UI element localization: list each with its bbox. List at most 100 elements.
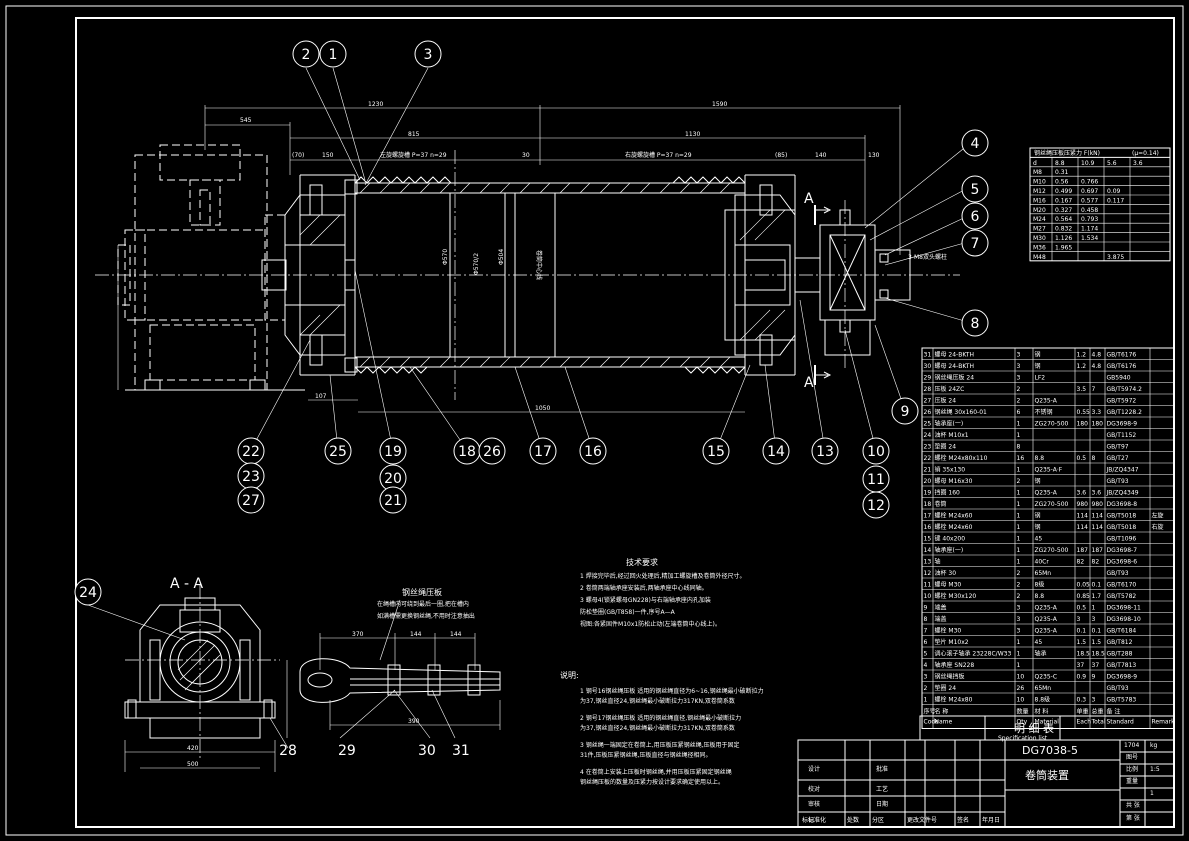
bom-cell: 3: [1017, 363, 1021, 370]
dim-30: 30: [522, 152, 530, 159]
bom-cell: 3: [1092, 697, 1096, 704]
callout-13: 13: [811, 437, 839, 465]
bom-cell: 钢丝绳压板 24: [935, 374, 975, 382]
dim-spiral-left: 左旋螺旋槽 P=37 n=29: [380, 151, 447, 159]
bom-cell: 不锈钢: [1035, 408, 1053, 416]
title-block-labels: 设计校对审核标准化批准图号比例重量工艺日期共 张第 张: [808, 754, 1140, 824]
svg-text:27: 27: [242, 493, 260, 509]
bom-cell: 8: [1092, 455, 1096, 462]
bom-cell: 1: [1017, 651, 1021, 658]
bom-cell: 21: [924, 467, 932, 474]
bom-cell: GB/T5018: [1107, 524, 1137, 531]
dim-top2: 1590: [712, 101, 727, 108]
load-table-cell: 1.126: [1055, 235, 1072, 242]
dim-107: 107: [315, 393, 327, 400]
strip-label: 年月日: [982, 816, 1000, 824]
bom-cell: 980: [1092, 501, 1104, 508]
tech-item-4: 防松垫圈(GB/T858)一件,序号A—A: [580, 608, 676, 616]
bom-cell: DG3698-8: [1107, 501, 1138, 508]
callout-9: 9: [891, 397, 919, 425]
bom-cell: GB/T6176: [1107, 352, 1137, 359]
title-block-label: 批准: [876, 765, 888, 773]
dim-1050: 1050: [535, 405, 550, 412]
bom-cell: 右旋: [1152, 523, 1164, 531]
dim-70: (70): [292, 152, 304, 159]
bom-header-en: Material: [1035, 719, 1060, 726]
section-a-a-view: [87, 585, 289, 772]
bom-cell: 螺母 M30: [935, 581, 962, 589]
bom-cell: 8级: [1035, 581, 1045, 589]
dim-key: 3-M8双头螺柱: [908, 253, 947, 261]
svg-text:15: 15: [707, 444, 725, 460]
bom-cell: Q235-A: [1035, 628, 1058, 635]
bom-cell: 1: [1017, 662, 1021, 669]
weight-value: 1704: [1124, 742, 1139, 749]
bom-cell: 9: [924, 605, 928, 612]
inner-frame: [75, 17, 1175, 828]
bom-cell: 8.8: [1035, 593, 1045, 600]
bom-cell: 37: [1092, 662, 1100, 669]
bom-cell: 1.7: [1092, 593, 1102, 600]
svg-text:6: 6: [971, 209, 980, 225]
callout-12: 12: [862, 491, 890, 519]
bom-cell: 16: [1017, 455, 1025, 462]
bom-cell: 销 35x130: [935, 466, 966, 474]
dim-545: 545: [240, 117, 252, 124]
bom-cell: 2: [1017, 582, 1021, 589]
bom-cell: 4.8: [1092, 352, 1102, 359]
callout-21: 21: [379, 486, 407, 514]
svg-text:5: 5: [971, 182, 980, 198]
tech-item-1: 1 焊接完毕后,经过回火处理后,精加工螺旋槽及卷筒外径尺寸。: [580, 572, 746, 580]
bom-header: 材 料: [1035, 708, 1049, 716]
dim-144a: 144: [410, 631, 422, 638]
notes-title: 说明:: [560, 670, 579, 680]
bom-cell: Q235-A: [1035, 605, 1058, 612]
bom-cell: Q235-A: [1035, 616, 1058, 623]
svg-text:25: 25: [329, 444, 347, 460]
bom-cell: 7: [924, 628, 928, 635]
bom-cell: GB/T288: [1107, 651, 1133, 658]
bom-cell: 0.05: [1077, 582, 1091, 589]
bom-cell: 10: [1017, 697, 1025, 704]
bom-cell: 0.9: [1077, 674, 1087, 681]
callout-leaders: [250, 67, 969, 451]
svg-text:23: 23: [242, 469, 260, 485]
callout-11: 11: [862, 465, 890, 493]
callout-26: 26: [478, 437, 506, 465]
bom-cell: 调心滚子轴承 23228C/W33: [935, 650, 1012, 658]
bom-cell: 1: [1017, 524, 1021, 531]
strip-label: 标记: [802, 816, 814, 824]
dim-dia-a: Φ570: [442, 249, 449, 265]
callout-20: 20: [379, 464, 407, 492]
bom-cell: 钢: [1035, 362, 1041, 370]
center-note: 卷筒中心线: [535, 250, 543, 280]
load-table-cell: 1.965: [1055, 244, 1072, 251]
bom-cell: 2: [1017, 398, 1021, 405]
callout-14: 14: [762, 437, 790, 465]
right-hub: [724, 184, 821, 366]
rope-title: 钢丝绳压板: [402, 587, 442, 597]
bom-cell: 3.3: [1092, 409, 1102, 416]
bom-cell: 1: [1017, 536, 1021, 543]
bom-cell: 0.5: [1077, 455, 1087, 462]
bom-cell: 180: [1092, 421, 1104, 428]
bom-cell: DG3698-6: [1107, 559, 1138, 566]
title-block-label: 日期: [876, 800, 888, 808]
bom-cell: 5: [924, 651, 928, 658]
bom-cell: 螺栓 M24x60: [935, 512, 973, 520]
bom-cell: 180: [1077, 421, 1089, 428]
load-table-header: 5.6: [1107, 160, 1117, 167]
bom-header-en: Standard: [1107, 719, 1134, 726]
bom-cell: 3.6: [1077, 490, 1087, 497]
callout-31: 31: [452, 743, 470, 759]
bom-cell: 3: [1017, 616, 1021, 623]
bom-cell: Q235-C: [1035, 674, 1058, 681]
bom-cell: 卷筒: [935, 500, 947, 508]
svg-text:8: 8: [971, 316, 980, 332]
title-block-label: 工艺: [876, 785, 888, 793]
dim-390: 390: [408, 718, 420, 725]
bom-cell: GB/T7813: [1107, 662, 1137, 669]
title-block: [797, 715, 1175, 828]
left-hub: [261, 179, 358, 373]
